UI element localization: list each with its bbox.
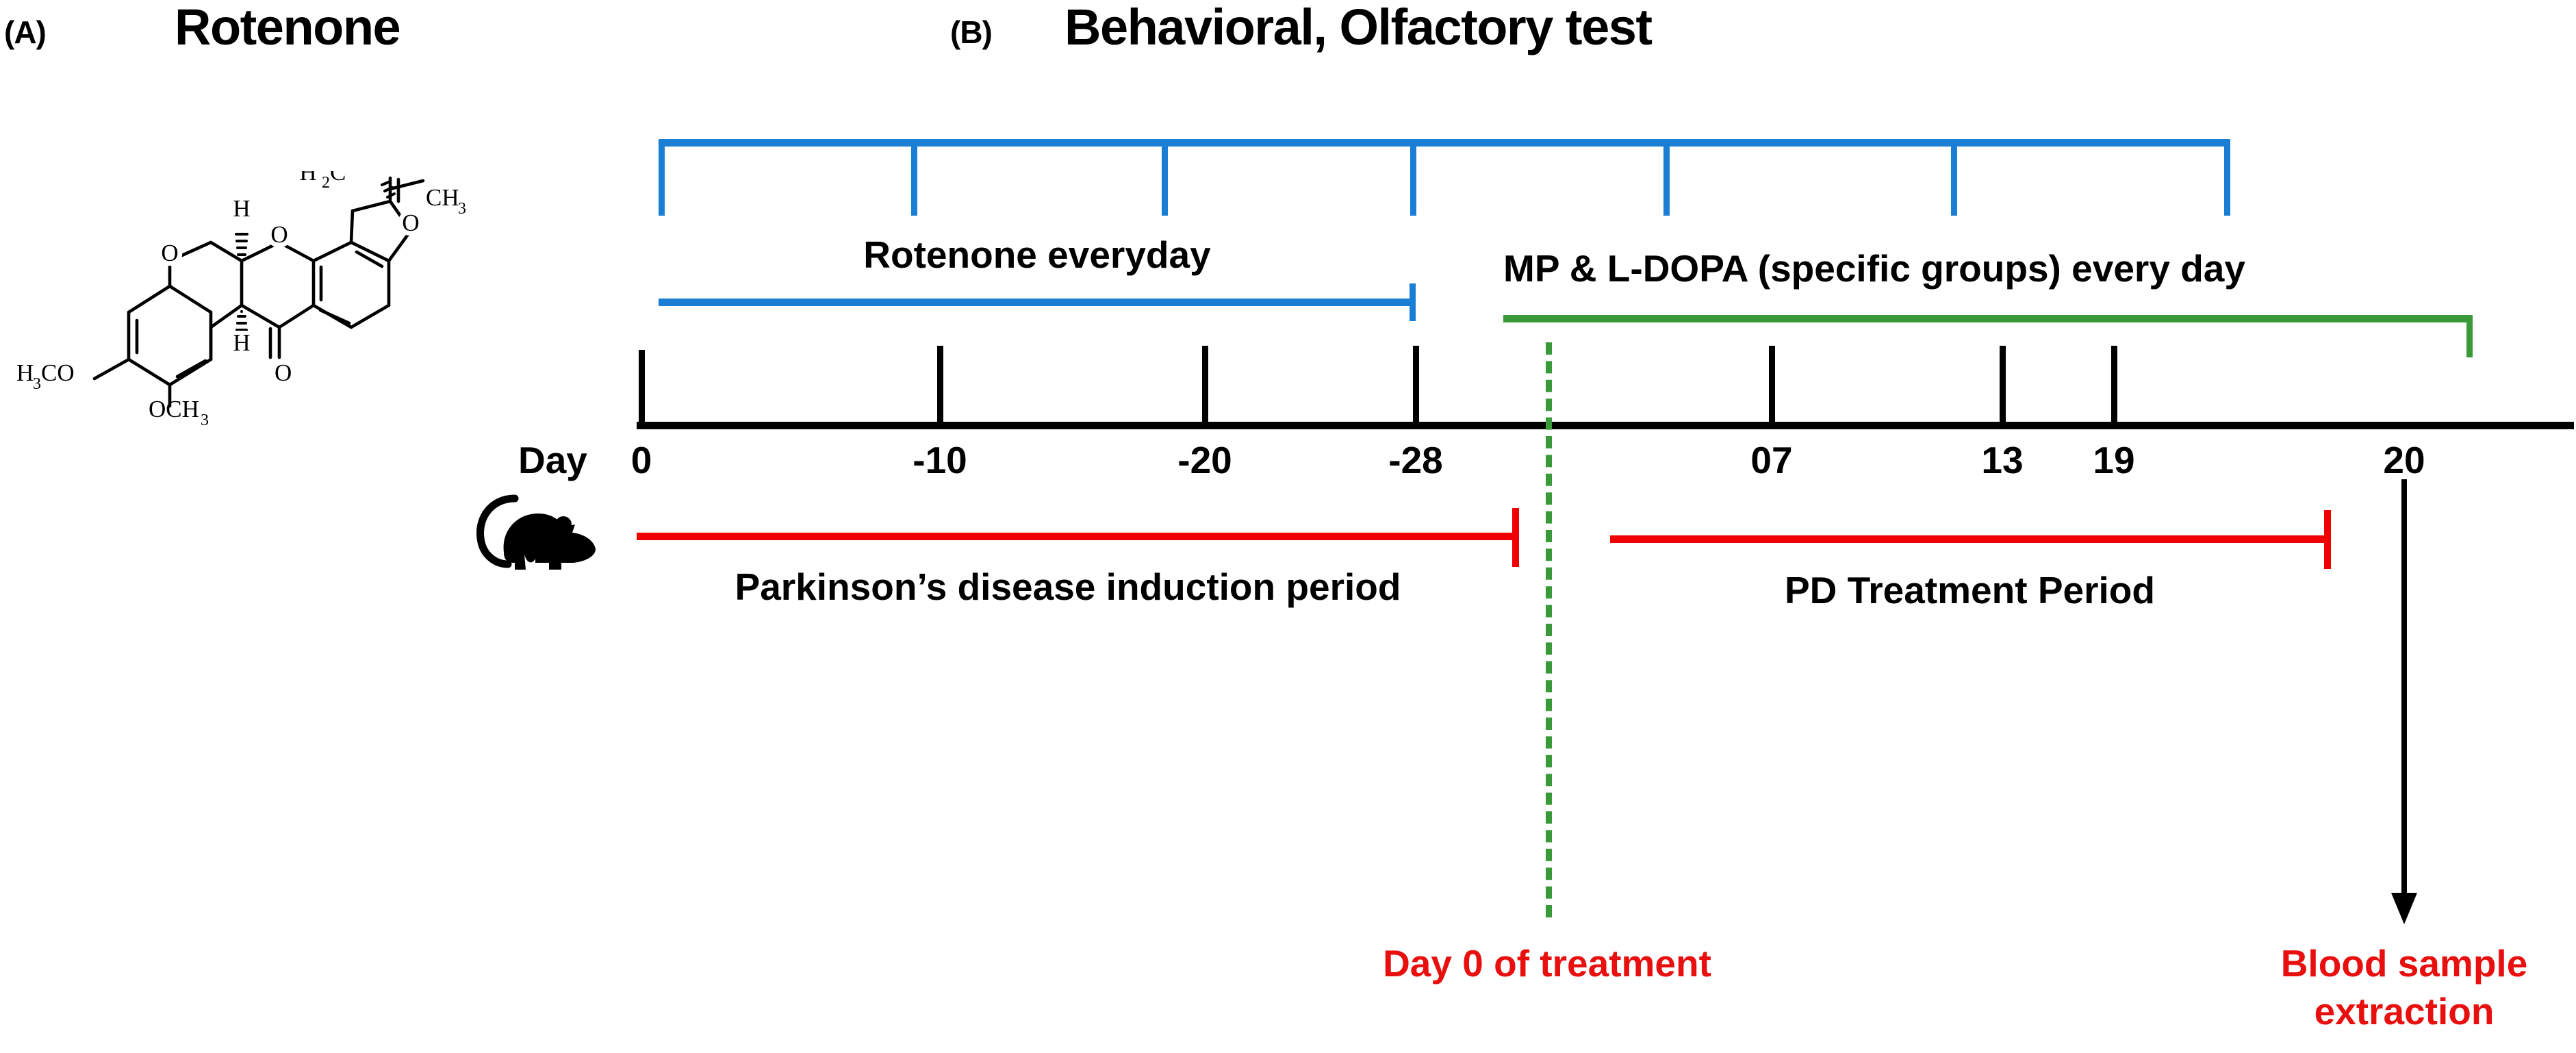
behavioral-bracket-tick-7 — [2224, 139, 2230, 216]
blood-sample-arrow — [2382, 479, 2430, 931]
axis-label-day--20: -20 — [1177, 439, 1232, 481]
rotenone-bar — [659, 299, 1416, 306]
svg-text:CO: CO — [41, 359, 75, 386]
behavioral-bracket-tick-6 — [1951, 139, 1957, 216]
treatment-period-label: PD Treatment Period — [1785, 569, 2155, 611]
axis-label-day-13: 13 — [1981, 439, 2024, 481]
behavioral-bracket-tick-1 — [659, 139, 665, 216]
behavioral-bracket-tick-4 — [1410, 139, 1416, 216]
blood-sample-label-line1: Blood sample — [2280, 942, 2528, 985]
induction-period-label: Parkinson’s disease induction period — [735, 566, 1401, 608]
timeline-axis — [637, 422, 2574, 429]
blood-sample-label-line2: extraction — [2314, 990, 2495, 1032]
svg-text:O: O — [275, 359, 292, 386]
day-0-treatment-label: Day 0 of treatment — [1383, 942, 1711, 985]
svg-text:OCH: OCH — [149, 396, 199, 422]
svg-text:C: C — [330, 171, 346, 186]
panel-a-title: Rotenone — [175, 0, 401, 55]
panel-b-letter: (B) — [950, 14, 993, 50]
day-axis-word: Day — [518, 439, 587, 481]
svg-text:O: O — [270, 221, 288, 248]
rotenone-structure-diagram: H 2 C CH 3 H H H H O O O O O O O H 3 CO … — [7, 171, 534, 431]
svg-text:H: H — [233, 329, 250, 356]
behavioral-bracket-bar — [659, 139, 2230, 147]
axis-tick-day-13 — [2000, 346, 2006, 424]
axis-label-day--10: -10 — [913, 439, 967, 481]
axis-label-day-20: 20 — [2383, 439, 2425, 481]
axis-tick-day--20 — [1202, 346, 1208, 424]
mp-ldopa-bar-end-cap — [2466, 315, 2473, 357]
svg-text:2: 2 — [322, 174, 330, 192]
axis-tick-day-19 — [2111, 346, 2117, 424]
svg-text:O: O — [161, 240, 178, 266]
svg-text:H: H — [299, 171, 316, 186]
mp-ldopa-bar — [1503, 315, 2473, 322]
svg-text:O: O — [402, 210, 419, 236]
svg-text:H: H — [233, 329, 250, 356]
axis-label-day-07: 07 — [1750, 439, 1793, 481]
induction-period-bar — [637, 533, 1518, 540]
axis-tick-day-0 — [639, 350, 645, 424]
mp-ldopa-bar-label: MP & L-DOPA (specific groups) every day — [1503, 247, 2245, 290]
panel-a-letter: (A) — [4, 14, 47, 50]
svg-text:H: H — [233, 195, 250, 222]
rotenone-bar-end-cap — [1410, 283, 1416, 321]
svg-text:3: 3 — [458, 200, 466, 218]
axis-label-day-19: 19 — [2093, 439, 2135, 481]
svg-text:3: 3 — [201, 411, 209, 429]
behavioral-bracket-tick-3 — [1162, 139, 1168, 216]
rotenone-bar-label: Rotenone everyday — [863, 233, 1211, 276]
panel-b-title: Behavioral, Olfactory test — [1064, 0, 1653, 55]
axis-label-day--28: -28 — [1388, 439, 1443, 481]
treatment-period-bar — [1610, 535, 2330, 543]
day-0-treatment-dashed-line — [1546, 342, 1552, 917]
svg-text:CH: CH — [426, 184, 459, 211]
axis-tick-day-07 — [1769, 346, 1775, 424]
axis-tick-day--28 — [1413, 346, 1419, 424]
behavioral-bracket-tick-2 — [911, 139, 917, 216]
rat-icon — [472, 487, 602, 590]
svg-text:H: H — [233, 195, 250, 222]
svg-text:3: 3 — [33, 375, 41, 393]
axis-label-day-0: 0 — [630, 439, 652, 481]
induction-period-end-cap — [1512, 508, 1519, 567]
treatment-period-end-cap — [2324, 510, 2331, 569]
behavioral-bracket-tick-5 — [1663, 139, 1670, 216]
svg-text:H: H — [16, 359, 34, 386]
axis-tick-day--10 — [937, 346, 943, 424]
